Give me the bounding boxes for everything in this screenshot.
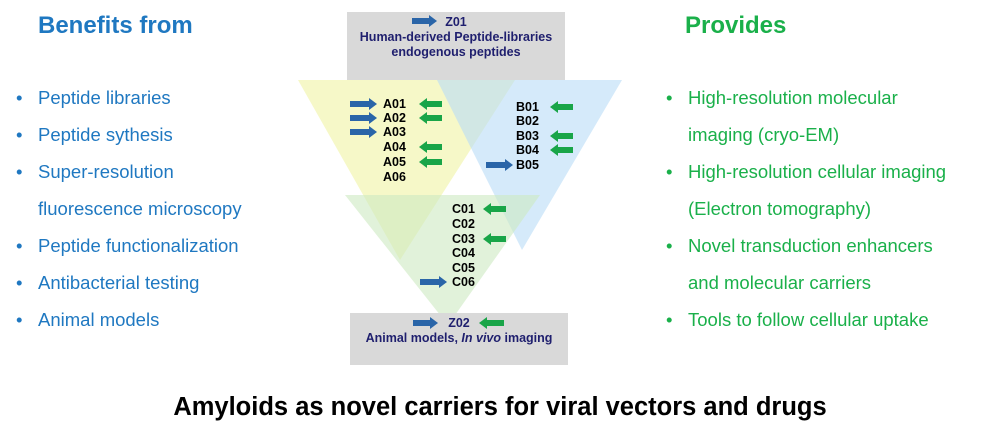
bottom-box-id: Z02 xyxy=(448,316,470,330)
provides-item: High-resolution cellular imaging xyxy=(666,153,996,190)
top-box-z01: Z01 Human-derived Peptide-libraries endo… xyxy=(347,12,565,80)
code-a01: A01 xyxy=(383,97,406,111)
code-c04: C04 xyxy=(452,246,475,260)
code-a06: A06 xyxy=(383,170,406,184)
b04-out-arrow xyxy=(550,144,573,156)
provides-list: High-resolution molecular imaging (cryo-… xyxy=(666,79,996,338)
c03-out-arrow xyxy=(483,233,506,245)
a05-out-arrow xyxy=(419,156,442,168)
code-a05: A05 xyxy=(383,155,406,169)
code-a02: A02 xyxy=(383,111,406,125)
code-c01: C01 xyxy=(452,202,475,216)
benefits-item: Antibacterial testing xyxy=(16,264,316,301)
c01-out-arrow xyxy=(483,203,506,215)
b05-in-arrow xyxy=(486,159,513,171)
benefits-item: Animal models xyxy=(16,301,316,338)
code-b03: B03 xyxy=(516,129,539,143)
a02-in-arrow xyxy=(350,112,377,124)
code-a04: A04 xyxy=(383,140,406,154)
a02-out-arrow xyxy=(419,112,442,124)
benefits-item: Super-resolution xyxy=(16,153,316,190)
top-box-id: Z01 xyxy=(445,15,467,29)
code-c02: C02 xyxy=(452,217,475,231)
top-box-line1: Human-derived Peptide-libraries xyxy=(359,30,553,44)
b01-out-arrow xyxy=(550,101,573,113)
code-b05: B05 xyxy=(516,158,539,172)
benefits-item: Peptide libraries xyxy=(16,79,316,116)
footer-title: Amyloids as novel carriers for viral vec… xyxy=(173,393,827,421)
provides-item-continuation: imaging (cryo-EM) xyxy=(688,124,840,145)
provides-item: Tools to follow cellular uptake xyxy=(666,301,996,338)
benefits-title: Benefits from xyxy=(38,12,193,39)
provides-item: Novel transduction enhancers xyxy=(666,227,996,264)
bottom-box-z02: Z02 Animal models, In vivo imaging xyxy=(350,313,568,365)
a01-in-arrow xyxy=(350,98,377,110)
code-c03: C03 xyxy=(452,232,475,246)
code-b02: B02 xyxy=(516,114,539,128)
bottom-box-line: Animal models, In vivo imaging xyxy=(365,331,553,345)
a01-out-arrow xyxy=(419,98,442,110)
triangle-c xyxy=(345,195,540,325)
provides-item-continuation: and molecular carriers xyxy=(688,272,872,293)
benefits-item: Peptide sythesis xyxy=(16,116,316,153)
code-b01: B01 xyxy=(516,100,539,114)
code-c05: C05 xyxy=(452,261,475,275)
triangle-b xyxy=(437,80,622,250)
z01-in-arrow xyxy=(412,15,437,27)
benefits-list: Peptide libraries Peptide sythesis Super… xyxy=(16,79,316,338)
c06-in-arrow xyxy=(420,276,447,288)
top-box-line2: endogenous peptides xyxy=(391,45,521,59)
a03-in-arrow xyxy=(350,126,377,138)
z02-in-arrow xyxy=(413,317,438,329)
benefits-item-continuation: fluorescence microscopy xyxy=(38,198,242,219)
benefits-item: Peptide functionalization xyxy=(16,227,316,264)
code-c06: C06 xyxy=(452,275,475,289)
b03-out-arrow xyxy=(550,130,573,142)
code-a03: A03 xyxy=(383,125,406,139)
a04-out-arrow xyxy=(419,141,442,153)
provides-title: Provides xyxy=(685,12,787,39)
code-b04: B04 xyxy=(516,143,539,157)
provides-item-continuation: (Electron tomography) xyxy=(688,198,872,219)
provides-item: High-resolution molecular xyxy=(666,79,996,116)
z02-out-arrow xyxy=(479,317,504,329)
